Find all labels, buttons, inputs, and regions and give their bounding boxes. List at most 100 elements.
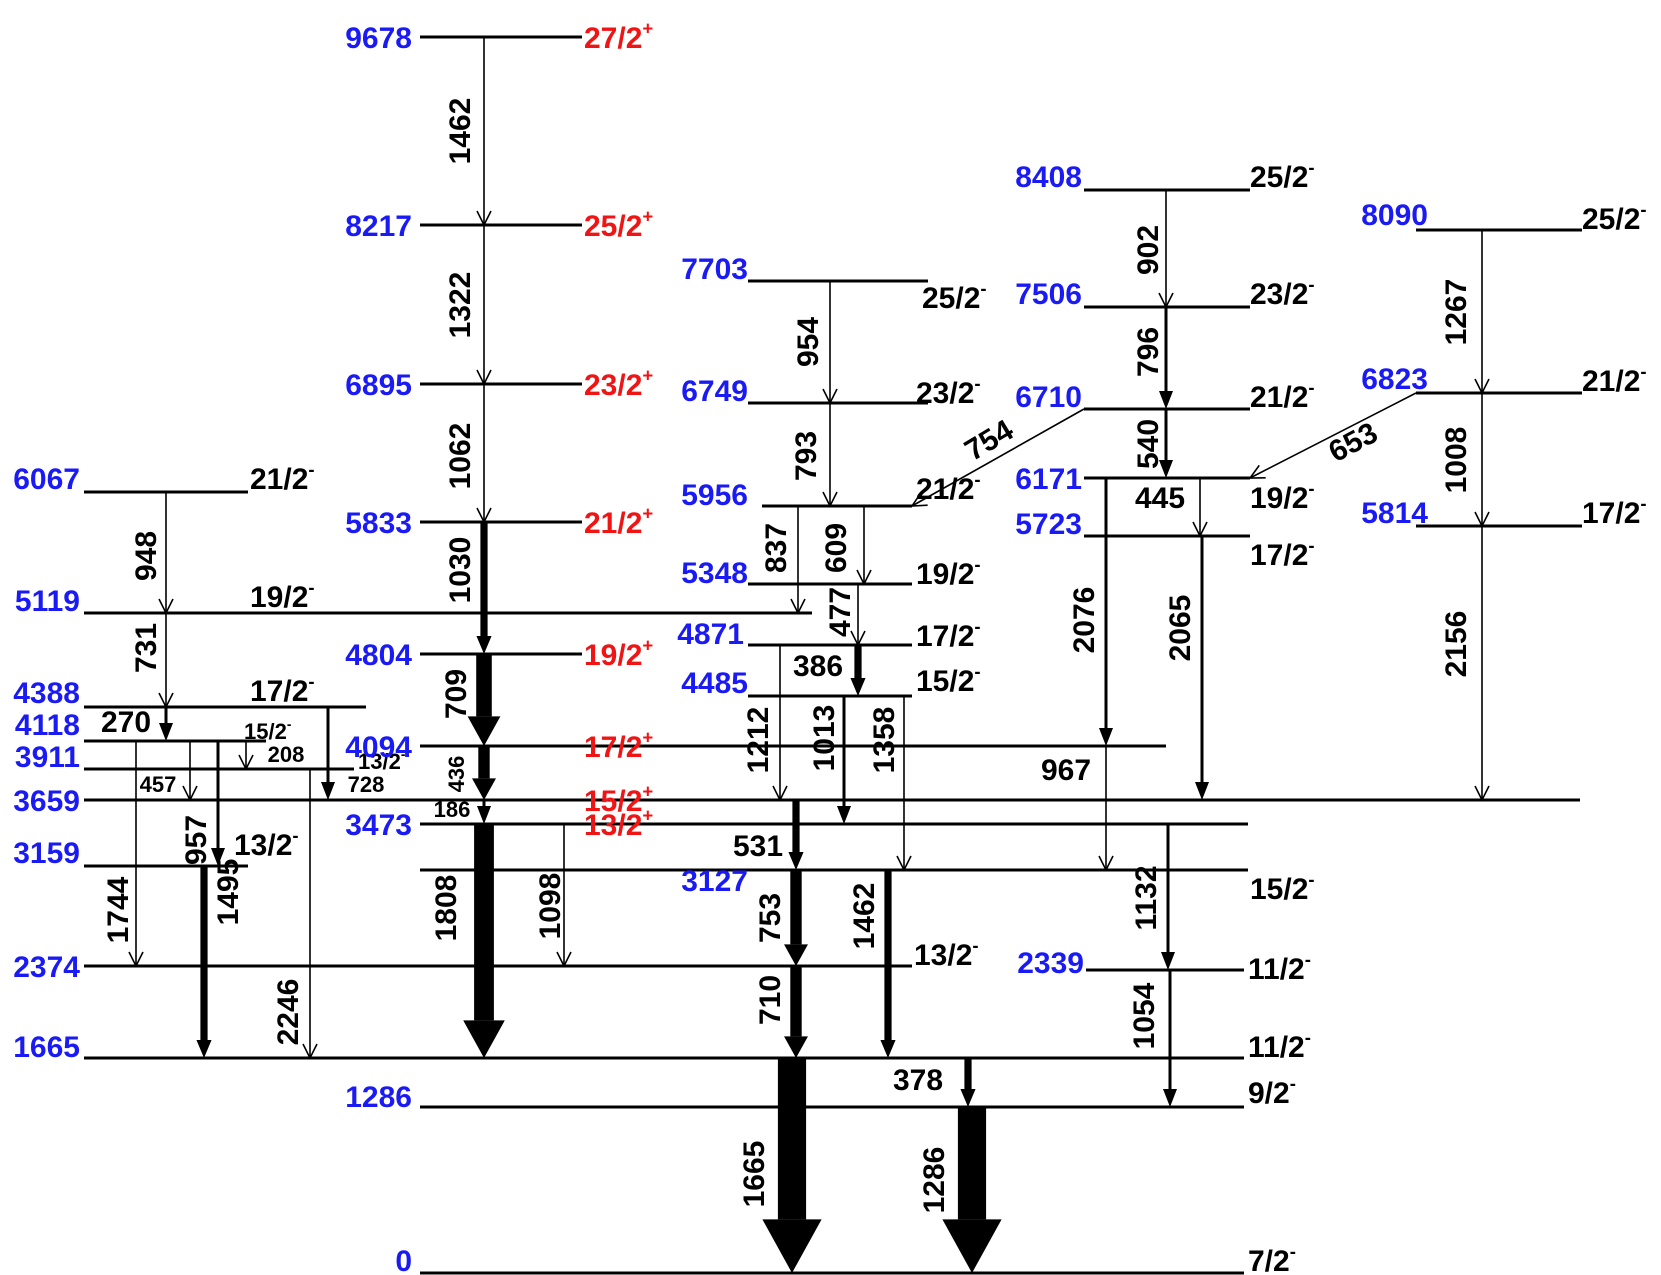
transition-arrow-head — [856, 569, 872, 586]
transition-arrow-head — [896, 855, 912, 872]
level-energy-label: 4804 — [345, 639, 412, 672]
transition-1267: 1267 — [1440, 230, 1490, 395]
transition-energy-label: 2156 — [1440, 611, 1473, 678]
transition-energy-label: 386 — [793, 650, 843, 683]
transition-energy-label: 270 — [101, 706, 151, 739]
level-energy-label: 5956 — [681, 479, 748, 512]
level-energy-label: 1665 — [13, 1031, 80, 1064]
spin-value: 15/2 — [1250, 873, 1308, 906]
parity-sign: - — [401, 747, 406, 762]
parity-sign: + — [642, 635, 653, 656]
level-spin-label: 11/2- — [1248, 949, 1311, 987]
level-spin-label: 27/2+ — [584, 18, 653, 56]
parity-sign: + — [642, 206, 653, 227]
parity-sign: - — [1308, 869, 1314, 890]
level-spin-label: 13/2- — [234, 825, 299, 863]
parity-sign: - — [974, 373, 980, 394]
parity-sign: - — [1640, 361, 1646, 382]
transition-arrow-head — [302, 1043, 318, 1060]
level-spin-label: 13/2- — [358, 747, 405, 774]
level-energy-label: 5348 — [681, 557, 748, 590]
level-spin-label: 17/2- — [1250, 535, 1315, 573]
transition-731: 731 — [130, 613, 174, 709]
transition-186: 186 — [434, 797, 491, 824]
parity-sign: - — [974, 469, 980, 490]
level-spin-label: 15/2- — [1250, 869, 1315, 907]
transition-energy-label: 1808 — [430, 875, 463, 942]
transition-1462: 1462 — [848, 870, 896, 1058]
spin-value: 23/2 — [1250, 278, 1308, 311]
level-spin-label: 21/2- — [1250, 377, 1315, 415]
transition-arrow-head — [1099, 728, 1113, 746]
level-spin-label: 7/2- — [1248, 1241, 1296, 1275]
transition-arrow-head — [321, 782, 335, 800]
spin-value: 9/2 — [1248, 1077, 1290, 1110]
transition-208: 208 — [238, 741, 304, 771]
transition-energy-label: 186 — [434, 797, 471, 822]
level-spin-label: 25/2- — [922, 278, 987, 316]
level-5723: 5723 17/2- — [1015, 508, 1314, 572]
level-energy-label: 6895 — [345, 369, 412, 402]
transition-energy-label: 1098 — [534, 873, 567, 940]
parity-sign: - — [287, 717, 292, 732]
transition-arrow-head — [850, 678, 866, 696]
spin-value: 25/2 — [922, 282, 980, 315]
transition-1054: 1054 — [1128, 970, 1177, 1107]
transition-793: 793 — [790, 403, 838, 508]
parity-sign: - — [308, 577, 314, 598]
parity-sign: - — [1640, 199, 1646, 220]
transition-728: 728 — [321, 707, 384, 800]
transition-arrow-head — [1098, 855, 1114, 872]
spin-value: 13/2 — [584, 809, 642, 842]
transition-arrow-head — [467, 716, 501, 746]
transition-energy-label: 457 — [140, 772, 177, 797]
transition-energy-label: 1744 — [102, 876, 135, 943]
transition-386: 386 — [793, 645, 866, 696]
transition-arrow-head — [556, 951, 572, 968]
transition-arrow-head — [463, 1020, 505, 1058]
level-energy-label: 6823 — [1361, 363, 1428, 396]
level-energy-label: 6171 — [1015, 463, 1082, 496]
transition-378: 378 — [893, 1058, 976, 1107]
transition-energy-label: 793 — [790, 431, 823, 481]
transition-energy-label: 1030 — [444, 537, 477, 604]
level-spin-label: 25/2- — [1582, 199, 1647, 237]
level-spin-label: 21/2- — [1582, 361, 1647, 399]
level-energy-label: 6749 — [681, 375, 748, 408]
level-spin-label: 19/2- — [916, 554, 981, 592]
spin-value: 25/2 — [1582, 203, 1640, 236]
level-energy-label: 3911 — [15, 741, 80, 774]
spin-value: 25/2 — [584, 210, 642, 243]
transition-energy-label: 1322 — [444, 272, 477, 339]
parity-sign: + — [642, 727, 653, 748]
level-spin-label: 17/2- — [916, 616, 981, 654]
spin-value: 21/2 — [916, 473, 974, 506]
transition-436: 436 — [444, 746, 496, 800]
transition-energy-label: 709 — [440, 669, 473, 719]
transition-energy-label: 753 — [754, 893, 787, 943]
transition-energy-label: 1054 — [1128, 982, 1161, 1049]
level-spin-label: 23/2- — [916, 373, 981, 411]
spin-value: 21/2 — [1250, 381, 1308, 414]
level-energy-label: 5723 — [1015, 508, 1082, 541]
transition-energy-label: 957 — [180, 815, 213, 865]
level-energy-label: 2339 — [1017, 947, 1084, 980]
transition-1013: 1013 — [808, 696, 851, 824]
transition-arrow-head — [159, 723, 173, 741]
transition-967: 967 — [1041, 746, 1114, 872]
transition-1132: 1132 — [1130, 824, 1175, 970]
level-energy-label: 8217 — [345, 210, 412, 243]
transition-energy-label: 967 — [1041, 754, 1091, 787]
transition-1744: 1744 — [102, 741, 144, 968]
parity-sign: - — [974, 554, 980, 575]
transition-energy-label: 1008 — [1440, 427, 1473, 494]
spin-value: 17/2 — [584, 731, 642, 764]
